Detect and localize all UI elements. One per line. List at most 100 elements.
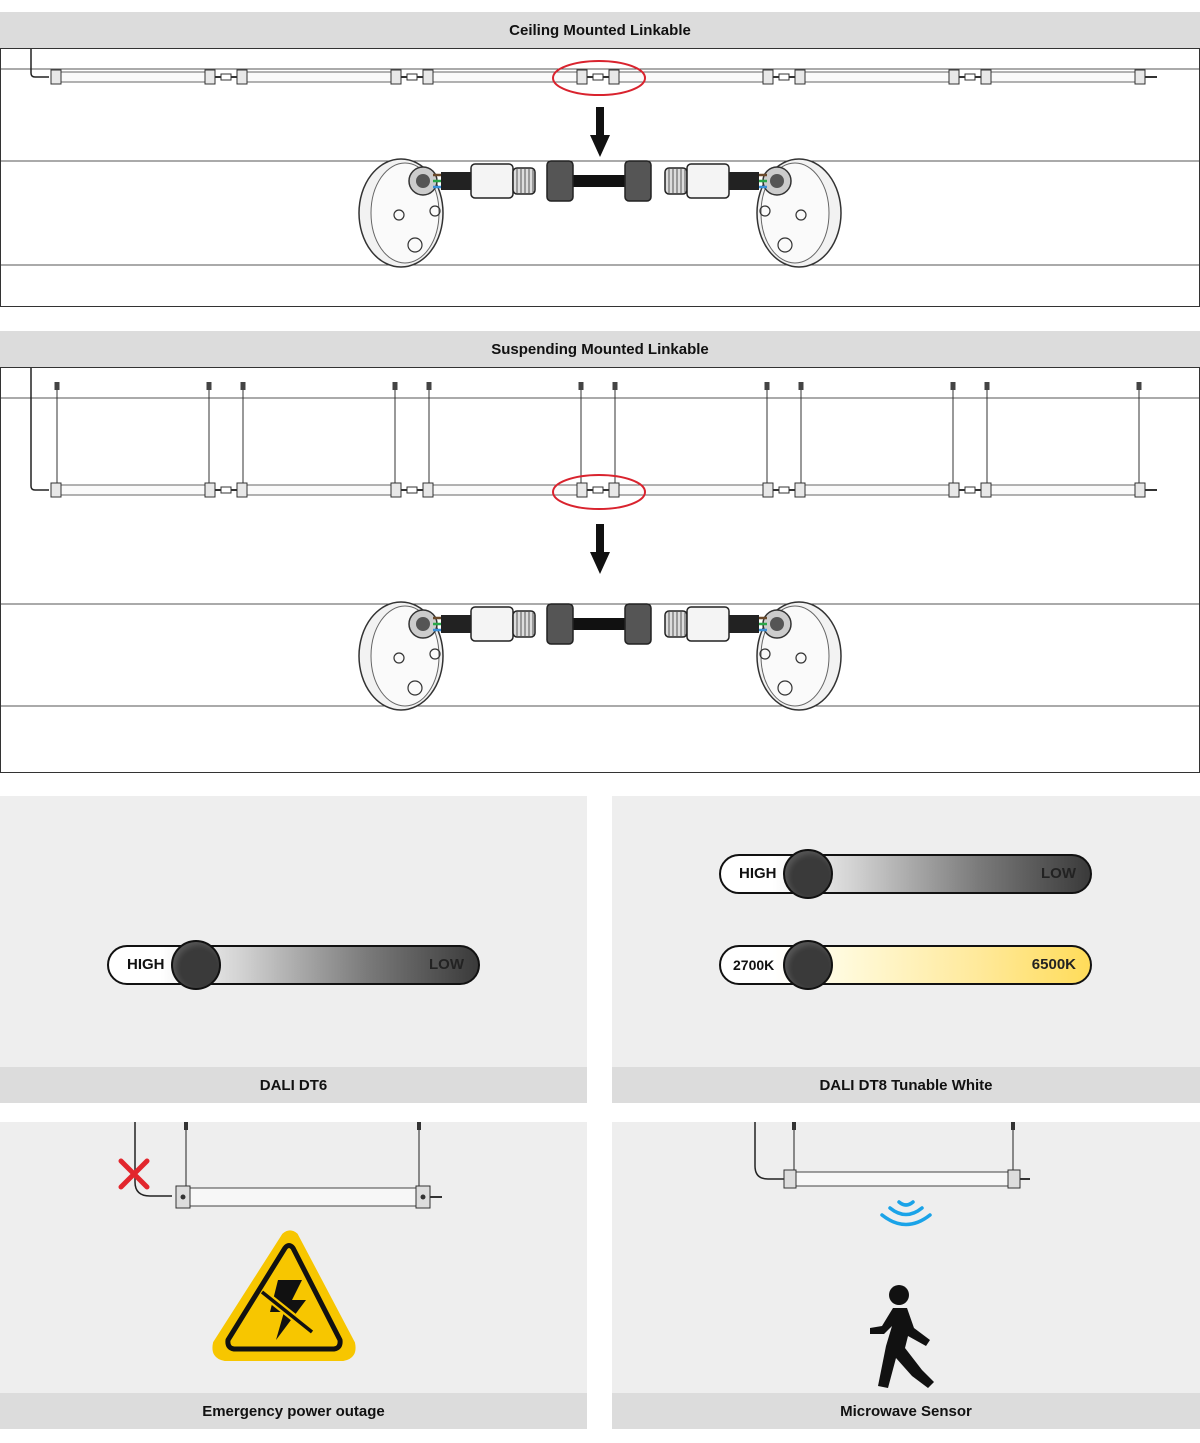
warning-power-outage-icon (212, 1230, 356, 1361)
ceiling-diagram-svg (1, 49, 1199, 268)
end-cap (794, 482, 806, 498)
connector-part (686, 606, 730, 642)
end-cap (50, 482, 62, 498)
tube-segment (236, 69, 423, 85)
suspension-wire (426, 382, 432, 483)
tube-light (783, 1169, 1030, 1189)
color-temperature-slider[interactable]: 2700K 6500K (719, 940, 1092, 990)
link-connector (406, 73, 418, 81)
tube-segment (980, 482, 1157, 498)
wave-signal-icon (880, 1200, 932, 1227)
ceiling-hook (984, 382, 990, 390)
panel-dali-dt6: HIGH LOW DALI DT6 (0, 796, 587, 1103)
link-connector (592, 73, 604, 81)
end-cap (1134, 482, 1146, 498)
link-connector (220, 73, 232, 81)
suspension-wire (54, 382, 60, 483)
highlight-ring (552, 474, 646, 510)
end-cap (390, 69, 402, 85)
connector-part (664, 167, 688, 195)
suspension-wire (984, 382, 990, 483)
suspension-wire (1136, 382, 1142, 483)
suspending-mounted-title: Suspending Mounted Linkable (0, 331, 1200, 367)
slider-knob[interactable] (783, 940, 833, 990)
ceiling-hook (206, 382, 212, 390)
ceiling-hook (54, 382, 60, 390)
ceiling-hook (950, 382, 956, 390)
end-cap (390, 482, 402, 498)
panel-dali-dt8: HIGH LOW 2700K 6500K DALI DT8 Tunable Wh… (612, 796, 1200, 1103)
suspending-mounted-diagram (0, 367, 1200, 773)
suspension-wire (612, 382, 618, 483)
connector-part (470, 163, 514, 199)
end-cap-detail (358, 601, 457, 711)
panel-label: Emergency power outage (0, 1393, 587, 1429)
suspension-wire (206, 382, 212, 483)
slider-knob[interactable] (783, 849, 833, 899)
ceiling-mounted-title: Ceiling Mounted Linkable (0, 12, 1200, 48)
slider-cool-label: 6500K (1031, 956, 1076, 973)
cable (441, 615, 475, 633)
tube-light (175, 1185, 442, 1209)
tube-segment (608, 482, 795, 498)
down-arrow-icon (590, 107, 610, 157)
tube-segment (50, 69, 237, 85)
end-cap (948, 69, 960, 85)
connector-detail (358, 158, 842, 268)
end-cap (762, 482, 774, 498)
connector-part (546, 603, 574, 645)
dimming-slider[interactable]: HIGH LOW (719, 849, 1092, 899)
end-cap-detail (743, 601, 842, 711)
link-cable (571, 618, 627, 630)
panel-label: Microwave Sensor (612, 1393, 1200, 1429)
ceiling-hook (798, 382, 804, 390)
end-cap (236, 482, 248, 498)
end-cap (576, 69, 588, 85)
slider-low-label: LOW (1041, 865, 1076, 882)
end-cap-detail (743, 158, 842, 268)
slider-high-label: HIGH (739, 865, 777, 882)
end-cap (762, 69, 774, 85)
link-connector (778, 73, 790, 81)
tube-segment (50, 482, 237, 498)
tube-segment (236, 482, 423, 498)
suspension-wire (950, 382, 956, 483)
connector-detail (358, 601, 842, 711)
slider-knob[interactable] (171, 940, 221, 990)
suspension-wire (392, 382, 398, 483)
end-cap (422, 69, 434, 85)
suspension-wire (578, 382, 584, 483)
connector-part (664, 610, 688, 638)
sensor-illustration (754, 1122, 1030, 1388)
end-cap (422, 482, 434, 498)
link-connector (964, 486, 976, 494)
suspension-wire (798, 382, 804, 483)
ceiling-mounted-section: Ceiling Mounted Linkable (0, 12, 1200, 307)
tube-segment (422, 69, 609, 85)
tube-segment (980, 69, 1157, 85)
suspended-tube-row (50, 482, 1157, 498)
tube-segment (422, 482, 609, 498)
slider-high-label: HIGH (127, 956, 165, 973)
ceiling-mounted-diagram (0, 48, 1200, 307)
down-arrow-icon (590, 524, 610, 574)
ceiling-hook (240, 382, 246, 390)
red-cross-icon (118, 1158, 150, 1190)
end-cap (50, 69, 62, 85)
ceiling-hook (764, 382, 770, 390)
connector-part (686, 163, 730, 199)
slider-warm-label: 2700K (733, 957, 775, 973)
connector-part (512, 167, 536, 195)
link-cable (571, 175, 627, 187)
cable (441, 172, 475, 190)
end-cap (608, 69, 620, 85)
suspension-wire (764, 382, 770, 483)
end-cap (576, 482, 588, 498)
dimming-slider[interactable]: HIGH LOW (107, 940, 480, 990)
end-cap (1134, 69, 1146, 85)
end-cap (204, 69, 216, 85)
end-cap (794, 69, 806, 85)
tube-segment (608, 69, 795, 85)
end-cap (204, 482, 216, 498)
cable (725, 615, 759, 633)
